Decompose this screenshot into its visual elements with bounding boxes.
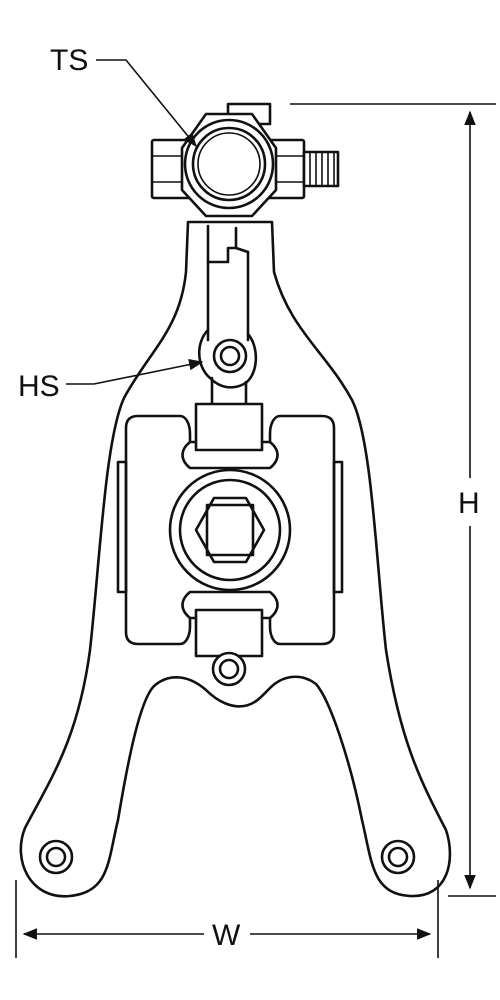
center-block	[116, 402, 344, 658]
leader-lines	[66, 59, 204, 385]
lower-pin	[211, 651, 247, 687]
height-dimension	[290, 103, 496, 897]
leg-holes	[38, 839, 416, 875]
neck-details	[197, 224, 258, 408]
ts-label: TS	[50, 44, 88, 77]
hs-pin	[212, 338, 248, 374]
width-dimension	[15, 880, 439, 958]
height-label: H	[458, 487, 480, 520]
hs-label: HS	[18, 370, 60, 403]
ts-assembly	[150, 102, 340, 218]
width-label: W	[212, 919, 241, 952]
